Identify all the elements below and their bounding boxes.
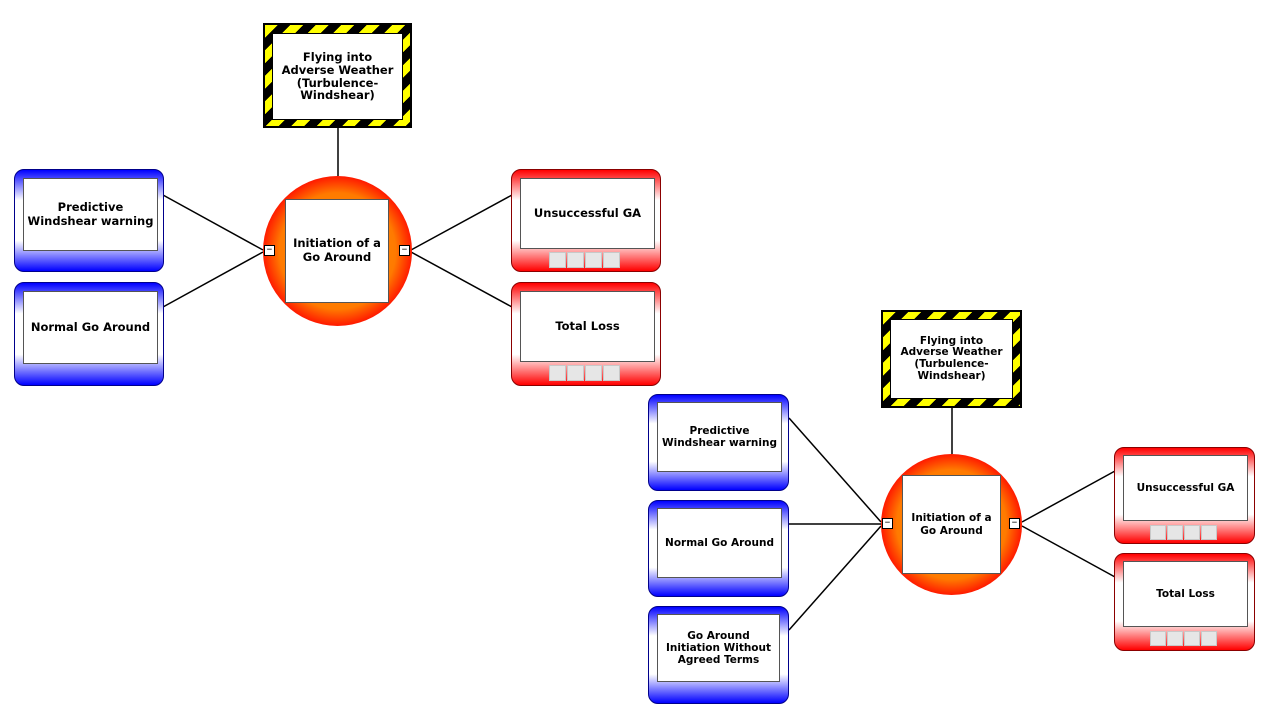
consequence-connector bbox=[410, 194, 513, 251]
hazard-label: Flying into Adverse Weather (Turbulence-… bbox=[272, 33, 403, 120]
barrier-slot[interactable] bbox=[567, 252, 584, 268]
threat-label: Predictive Windshear warning bbox=[23, 178, 158, 251]
barrier-slot[interactable] bbox=[549, 252, 566, 268]
barrier-slot[interactable] bbox=[567, 365, 584, 381]
barrier-slots bbox=[1150, 525, 1217, 540]
barrier-slot[interactable] bbox=[1150, 631, 1166, 646]
barrier-slot[interactable] bbox=[603, 252, 620, 268]
hazard-label: Flying into Adverse Weather (Turbulence-… bbox=[890, 319, 1013, 399]
collapse-threats-toggle[interactable]: − bbox=[264, 245, 275, 256]
consequence-connector bbox=[410, 251, 513, 308]
consequence-label: Unsuccessful GA bbox=[520, 178, 655, 249]
hazard-box[interactable]: Flying into Adverse Weather (Turbulence-… bbox=[881, 310, 1022, 408]
barrier-slot[interactable] bbox=[1167, 525, 1183, 540]
top-event-label: Initiation of a Go Around bbox=[285, 199, 389, 303]
consequence-box[interactable]: Unsuccessful GA bbox=[511, 169, 661, 272]
threat-connector bbox=[788, 525, 882, 631]
consequence-label: Unsuccessful GA bbox=[1123, 455, 1248, 521]
threat-connector bbox=[788, 417, 882, 523]
collapse-threats-toggle[interactable]: − bbox=[882, 518, 893, 529]
consequence-connector bbox=[1021, 525, 1116, 578]
collapse-consequences-toggle[interactable]: − bbox=[399, 245, 410, 256]
barrier-slot[interactable] bbox=[1150, 525, 1166, 540]
collapse-consequences-toggle[interactable]: − bbox=[1009, 518, 1020, 529]
top-event-label: Initiation of a Go Around bbox=[902, 475, 1001, 574]
threat-connector bbox=[162, 194, 264, 251]
barrier-slot[interactable] bbox=[585, 365, 602, 381]
threat-box[interactable]: Predictive Windshear warning bbox=[14, 169, 164, 272]
barrier-slots bbox=[1150, 631, 1217, 646]
hazard-box[interactable]: Flying into Adverse Weather (Turbulence-… bbox=[263, 23, 412, 128]
barrier-slot[interactable] bbox=[1201, 631, 1217, 646]
consequence-box[interactable]: Total Loss bbox=[1114, 553, 1255, 651]
threat-label: Go Around Initiation Without Agreed Term… bbox=[657, 614, 780, 682]
threat-box[interactable]: Go Around Initiation Without Agreed Term… bbox=[648, 606, 789, 704]
threat-label: Normal Go Around bbox=[657, 508, 782, 578]
consequence-label: Total Loss bbox=[520, 291, 655, 362]
barrier-slot[interactable] bbox=[1167, 631, 1183, 646]
barrier-slot[interactable] bbox=[549, 365, 566, 381]
barrier-slot[interactable] bbox=[603, 365, 620, 381]
consequence-label: Total Loss bbox=[1123, 561, 1248, 627]
threat-connector bbox=[162, 251, 264, 308]
barrier-slot[interactable] bbox=[1184, 525, 1200, 540]
threat-label: Predictive Windshear warning bbox=[657, 402, 782, 472]
barrier-slot[interactable] bbox=[1184, 631, 1200, 646]
threat-box[interactable]: Normal Go Around bbox=[648, 500, 789, 597]
consequence-box[interactable]: Total Loss bbox=[511, 282, 661, 386]
threat-box[interactable]: Normal Go Around bbox=[14, 282, 164, 386]
barrier-slots bbox=[549, 252, 620, 268]
threat-label: Normal Go Around bbox=[23, 291, 158, 364]
top-event-circle[interactable]: Initiation of a Go Around bbox=[263, 176, 412, 326]
threat-box[interactable]: Predictive Windshear warning bbox=[648, 394, 789, 491]
barrier-slot[interactable] bbox=[1201, 525, 1217, 540]
consequence-connector bbox=[1021, 470, 1116, 523]
consequence-box[interactable]: Unsuccessful GA bbox=[1114, 447, 1255, 544]
top-event-circle[interactable]: Initiation of a Go Around bbox=[881, 454, 1022, 595]
barrier-slot[interactable] bbox=[585, 252, 602, 268]
barrier-slots bbox=[549, 365, 620, 381]
